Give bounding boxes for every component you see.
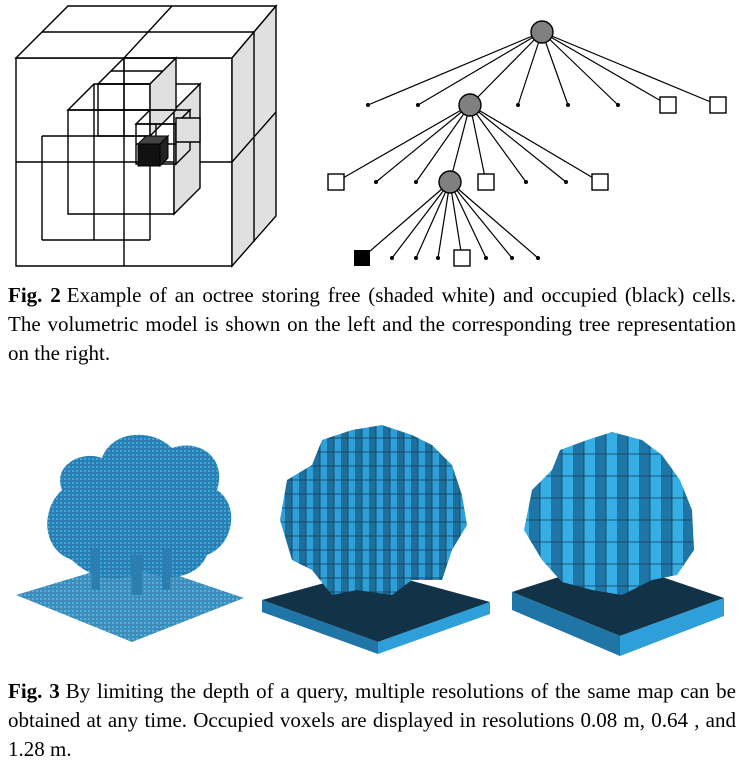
figure-2-caption-text: Example of an octree storing free (shade… xyxy=(8,283,736,365)
render-coarse-resolution xyxy=(512,432,724,656)
free-leaf xyxy=(477,173,495,191)
free-leaf xyxy=(453,249,471,267)
free-leaf xyxy=(709,96,727,114)
figure-3-label: Fig. 3 xyxy=(8,679,60,703)
figure-3-caption-text: By limiting the depth of a query, multip… xyxy=(8,679,736,761)
free-leaf xyxy=(659,96,677,114)
occupied-leaf xyxy=(354,250,370,266)
inner-node xyxy=(438,170,462,194)
free-leaf xyxy=(591,173,609,191)
occupied-cell xyxy=(136,134,170,168)
free-leaf xyxy=(327,173,345,191)
octree-tree-diagram xyxy=(327,20,727,267)
render-fine-resolution xyxy=(16,434,244,642)
root-node xyxy=(530,20,554,44)
render-medium-resolution xyxy=(262,425,490,654)
figure-2-label: Fig. 2 xyxy=(8,283,61,307)
octree-volume-diagram xyxy=(14,4,278,268)
inner-node xyxy=(458,93,482,117)
multi-resolution-renderings xyxy=(16,425,724,656)
